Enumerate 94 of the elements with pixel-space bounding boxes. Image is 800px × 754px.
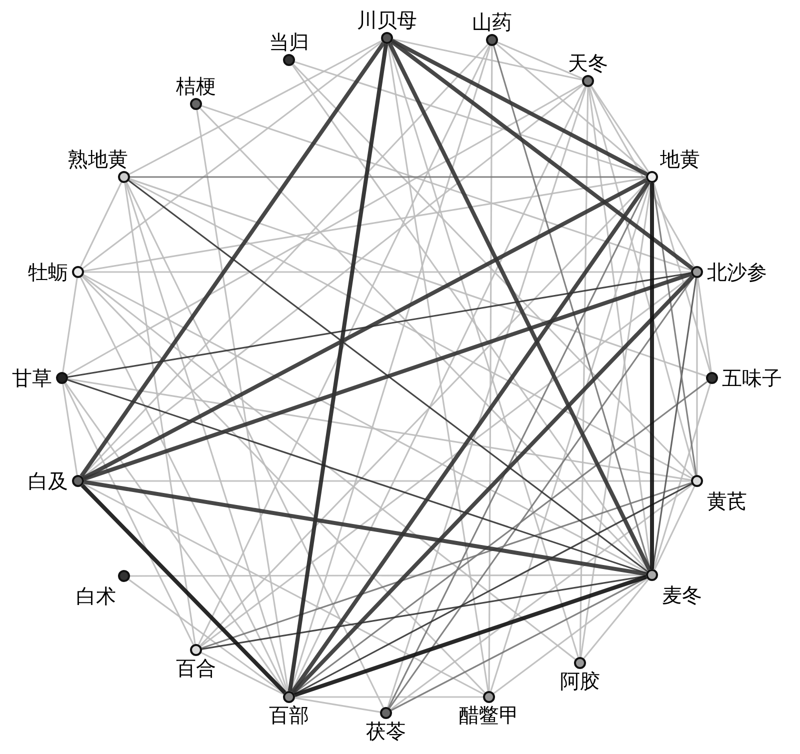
- connection-line: [62, 384, 78, 476]
- connection-line: [125, 182, 288, 692]
- connection-line: [590, 86, 695, 268]
- connection-line: [80, 277, 288, 692]
- connection-line: [654, 486, 696, 570]
- connection-line: [497, 42, 583, 80]
- connection-line: [84, 480, 691, 482]
- node-label: 醋鳖甲: [459, 703, 519, 727]
- node-label: 茯苓: [366, 719, 406, 743]
- connection-line: [64, 382, 286, 693]
- connection-line: [67, 379, 647, 574]
- connection-line: [68, 272, 692, 378]
- connection-line: [202, 575, 646, 650]
- connection-line: [583, 579, 649, 659]
- connection-line: [84, 480, 646, 576]
- connection-line: [82, 178, 648, 480]
- node-label: 甘草: [12, 366, 52, 390]
- connection-line: [66, 83, 584, 376]
- connection-line: [390, 484, 693, 710]
- connection-line: [82, 84, 584, 478]
- node-label: 麦冬: [662, 583, 702, 607]
- connection-line: [290, 46, 491, 692]
- connection-line: [128, 180, 648, 572]
- node-label: 白术: [76, 584, 116, 608]
- connection-line: [84, 177, 646, 272]
- connection-line: [196, 110, 289, 692]
- connection-line: [82, 483, 484, 695]
- connection-line: [84, 271, 691, 273]
- connection-line: [294, 483, 692, 695]
- node-label: 熟地黄: [68, 147, 128, 171]
- connection-line: [294, 575, 647, 697]
- node-label: 黄芪: [707, 489, 747, 513]
- connection-line: [128, 40, 382, 175]
- connection-line: [62, 278, 78, 372]
- connection-line: [493, 578, 648, 694]
- connection-line: [290, 180, 650, 694]
- connection-line: [295, 696, 483, 698]
- connection-line: [83, 272, 692, 481]
- connection-line: [82, 40, 383, 270]
- connection-line: [696, 278, 698, 475]
- node-label: 五味子: [722, 366, 782, 390]
- connection-line: [128, 179, 692, 479]
- connection-line: [80, 484, 286, 694]
- node-label: 牡蛎: [28, 260, 68, 284]
- connection-line: [650, 183, 654, 569]
- connection-line: [387, 44, 489, 692]
- connection-line: [130, 176, 646, 178]
- node-label: 白及: [28, 469, 68, 493]
- node-label: 百部: [269, 703, 309, 727]
- connection-line: [80, 42, 386, 478]
- node-label: 北沙参: [707, 260, 767, 284]
- connection-line: [82, 276, 486, 694]
- node-label: 天冬: [568, 51, 608, 75]
- connection-line: [200, 108, 648, 572]
- node-label: 当归: [269, 30, 309, 54]
- connection-line: [388, 42, 652, 570]
- connection-line: [288, 44, 388, 692]
- connection-line: [390, 577, 648, 711]
- connection-line: [652, 384, 712, 570]
- node-label: 地黄: [660, 147, 700, 171]
- node-label: 桔梗: [176, 74, 216, 98]
- node-label: 阿胶: [560, 669, 600, 693]
- connection-line: [388, 182, 650, 708]
- connection-line: [80, 182, 122, 267]
- connection-line: [129, 178, 707, 377]
- connection-line: [82, 274, 648, 573]
- connection-line: [390, 40, 694, 270]
- connection-line: [68, 378, 692, 481]
- connection-line: [294, 61, 647, 176]
- node-label: 百合: [176, 656, 216, 680]
- connection-line: [198, 45, 490, 645]
- connection-line: [387, 86, 587, 708]
- connection-line: [201, 105, 692, 271]
- connection-line: [82, 275, 576, 660]
- connection-line: [697, 278, 712, 372]
- connection-line: [588, 86, 696, 476]
- connection-line: [292, 64, 694, 478]
- connection-line: [652, 182, 712, 372]
- connection-line: [488, 46, 493, 691]
- connection-line: [201, 652, 284, 695]
- connection-line: [292, 274, 694, 694]
- connection-line: [391, 39, 648, 176]
- connection-line: [496, 43, 648, 174]
- connection-line: [64, 383, 194, 645]
- connection-line: [124, 182, 196, 644]
- node-label: 川贝母: [357, 8, 417, 32]
- connection-line: [201, 482, 692, 649]
- connection-line: [490, 182, 651, 692]
- connection-line: [126, 182, 384, 708]
- node-label: 山药: [472, 10, 512, 34]
- connection-line: [392, 38, 582, 81]
- connection-line: [579, 86, 589, 658]
- connection-line: [294, 697, 380, 713]
- connection-line: [590, 86, 650, 172]
